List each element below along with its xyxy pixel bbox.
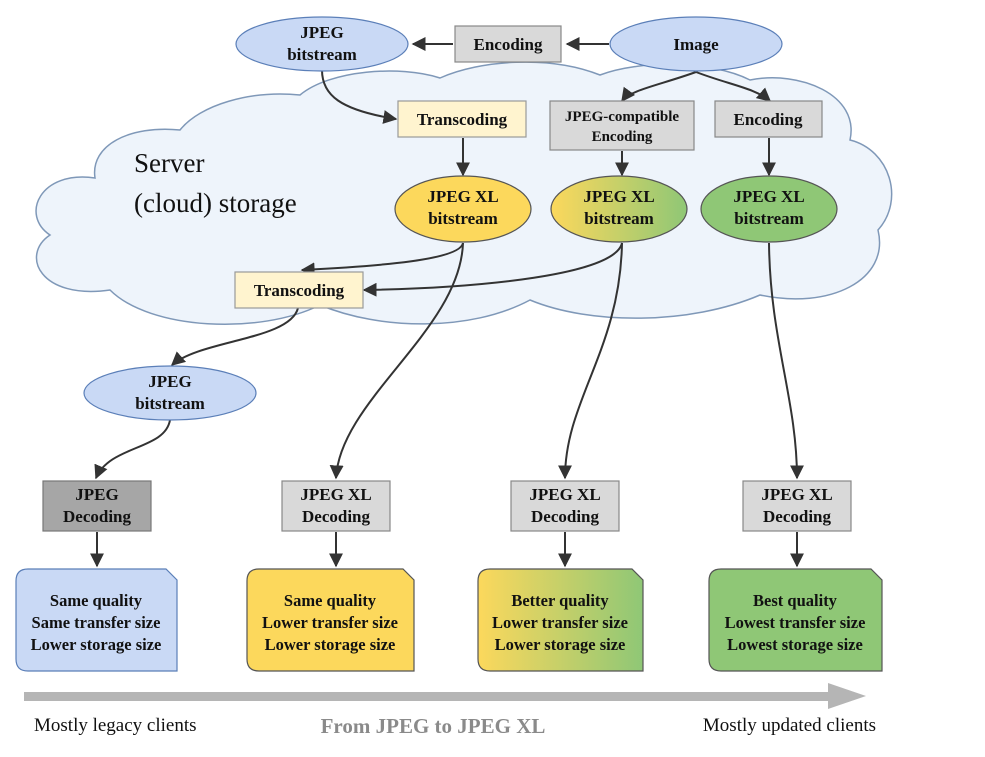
arrow-jxl2-to-transcoding — [362, 242, 623, 297]
decoder-jxl-3: JPEG XL Decoding — [742, 480, 852, 532]
result-2-transfer: Lower transfer size — [262, 613, 398, 632]
jxl2-line1: JPEG XL — [583, 187, 654, 206]
jpeg-bitstream-lower-line2: bitstream — [135, 394, 205, 413]
encoding-right-label: Encoding — [734, 110, 803, 129]
connectors — [90, 37, 804, 568]
result-3-quality: Better quality — [511, 591, 609, 610]
jxl1-line2: bitstream — [428, 209, 498, 228]
progress-arrow — [24, 683, 866, 709]
jxl-bitstream-yellow: JPEG XL bitstream — [394, 175, 532, 243]
arrow-jpeg-lower-to-decoding — [94, 419, 171, 480]
result-1-transfer: Same transfer size — [32, 613, 161, 632]
jxl1-line1: JPEG XL — [427, 187, 498, 206]
cloud-label-line1: Server — [134, 148, 204, 178]
arrow-jpeg-to-transcoding — [321, 69, 398, 124]
arrow-image-to-encoding-right — [695, 71, 772, 102]
result-4-transfer: Lowest transfer size — [725, 613, 866, 632]
transcoding-box-lower: Transcoding — [234, 271, 364, 309]
result-box-3: Better quality Lower transfer size Lower… — [477, 568, 644, 672]
jpeg-bitstream-lower-line1: JPEG — [148, 372, 191, 391]
arrow-jxl1-to-decoding — [329, 242, 464, 480]
arrow-jxl2-to-decoding — [558, 242, 623, 480]
result-4-quality: Best quality — [753, 591, 838, 610]
arrow-image-to-jpeg-compatible — [621, 71, 697, 103]
result-1-quality: Same quality — [50, 591, 143, 610]
decoder-3-line1: JPEG XL — [529, 485, 600, 504]
decoder-1-line2: Decoding — [63, 507, 132, 526]
image-ellipse: Image — [609, 16, 783, 72]
decoder-3-line2: Decoding — [531, 507, 600, 526]
decoder-4-line1: JPEG XL — [761, 485, 832, 504]
jxl-bitstream-green: JPEG XL bitstream — [700, 175, 838, 243]
jpeg-bitstream-top: JPEG bitstream — [235, 16, 409, 72]
decoder-jxl-2: JPEG XL Decoding — [510, 480, 620, 532]
decoder-1-line1: JPEG — [75, 485, 118, 504]
jpeg-bitstream-top-line1: JPEG — [300, 23, 343, 42]
jpeg-compatible-line1: JPEG-compatible — [565, 109, 679, 125]
result-2-storage: Lower storage size — [265, 635, 396, 654]
result-3-transfer: Lower transfer size — [492, 613, 628, 632]
result-4-storage: Lowest storage size — [727, 635, 863, 654]
transcoding-upper-label: Transcoding — [417, 110, 508, 129]
arrow-jxl1-to-transcoding — [300, 242, 464, 277]
encoding-box-right: Encoding — [714, 100, 823, 138]
decoder-2-line2: Decoding — [302, 507, 371, 526]
decoder-4-line2: Decoding — [763, 507, 832, 526]
result-1-storage: Lower storage size — [31, 635, 162, 654]
result-box-2: Same quality Lower transfer size Lower s… — [246, 568, 415, 672]
jpeg-compatible-encoding-box: JPEG-compatible Encoding — [549, 100, 695, 151]
jxl-bitstream-gradient: JPEG XL bitstream — [550, 175, 688, 243]
result-3-storage: Lower storage size — [495, 635, 626, 654]
footer-center-label: From JPEG to JPEG XL — [321, 714, 546, 738]
cloud-label-line2: (cloud) storage — [134, 188, 297, 218]
result-box-1: Same quality Same transfer size Lower st… — [15, 568, 178, 672]
jxl3-line2: bitstream — [734, 209, 804, 228]
decoder-jpeg: JPEG Decoding — [42, 480, 152, 532]
result-2-quality: Same quality — [284, 591, 377, 610]
transcoding-box-upper: Transcoding — [397, 100, 527, 138]
decoder-2-line1: JPEG XL — [300, 485, 371, 504]
footer-right-label: Mostly updated clients — [703, 715, 876, 736]
image-label: Image — [673, 35, 719, 54]
encoding-box-top: Encoding — [454, 25, 562, 63]
result-box-4: Best quality Lowest transfer size Lowest… — [708, 568, 883, 672]
encoding-box-top-label: Encoding — [474, 35, 543, 54]
footer-left-label: Mostly legacy clients — [34, 715, 197, 736]
transcoding-lower-label: Transcoding — [254, 281, 345, 300]
jpeg-bitstream-top-line2: bitstream — [287, 45, 357, 64]
jpeg-bitstream-lower: JPEG bitstream — [83, 365, 257, 421]
jxl2-line2: bitstream — [584, 209, 654, 228]
arrow-jxl3-to-decoding — [768, 242, 804, 480]
jpeg-compatible-line2: Encoding — [592, 129, 653, 145]
decoder-jxl-1: JPEG XL Decoding — [281, 480, 391, 532]
arrow-transcoding-to-jpeg-lower — [170, 307, 299, 366]
jxl3-line1: JPEG XL — [733, 187, 804, 206]
